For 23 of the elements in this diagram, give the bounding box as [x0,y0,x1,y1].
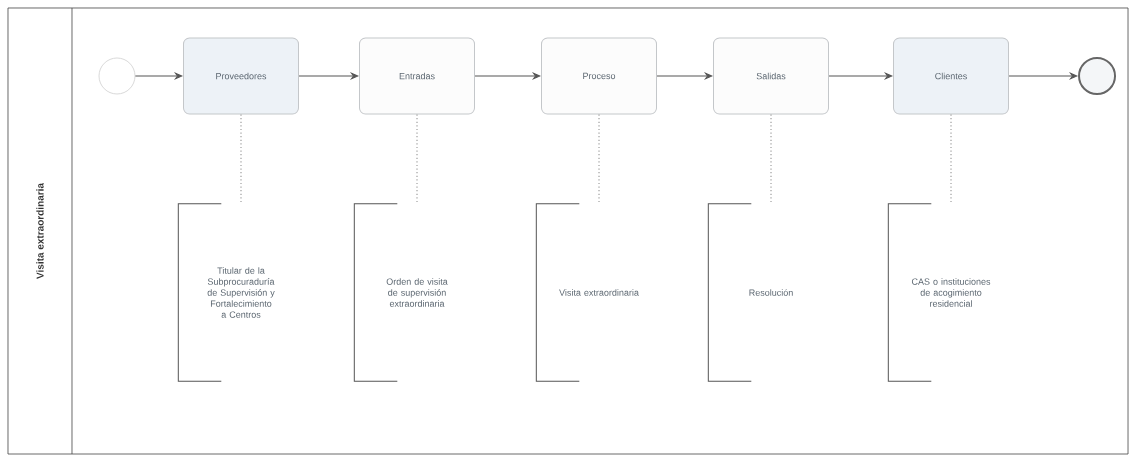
text-annotation: CAS o instituciones de acogimiento residencial [887,203,991,382]
text-annotation: Orden de visita de supervisión extraordinaria [353,203,448,382]
association-line [416,114,418,205]
task-box: Entradas [359,37,475,115]
sequence-arrow [134,72,183,80]
text-annotation: Titular de la Subprocuraduría de Supervisión y Fortalecimiento a Centros [177,203,275,382]
association-line [598,114,600,205]
task-box: Salidas [713,37,829,115]
association-line [240,114,242,205]
sequence-arrow [656,72,713,80]
sequence-arrow [298,72,359,80]
sequence-arrow [828,72,893,80]
task-box: Proceso [541,37,657,115]
sequence-arrow [474,72,541,80]
sequence-arrow [1008,72,1078,80]
task-box: Clientes [893,37,1009,115]
task-box: Proveedores [183,37,299,115]
start-event-circle [98,57,136,95]
text-annotation: Visita extraordinaria [535,203,639,382]
text-annotation: Resolución [707,203,793,382]
end-event-circle [1078,57,1116,95]
association-line [950,114,952,205]
association-line [770,114,772,205]
